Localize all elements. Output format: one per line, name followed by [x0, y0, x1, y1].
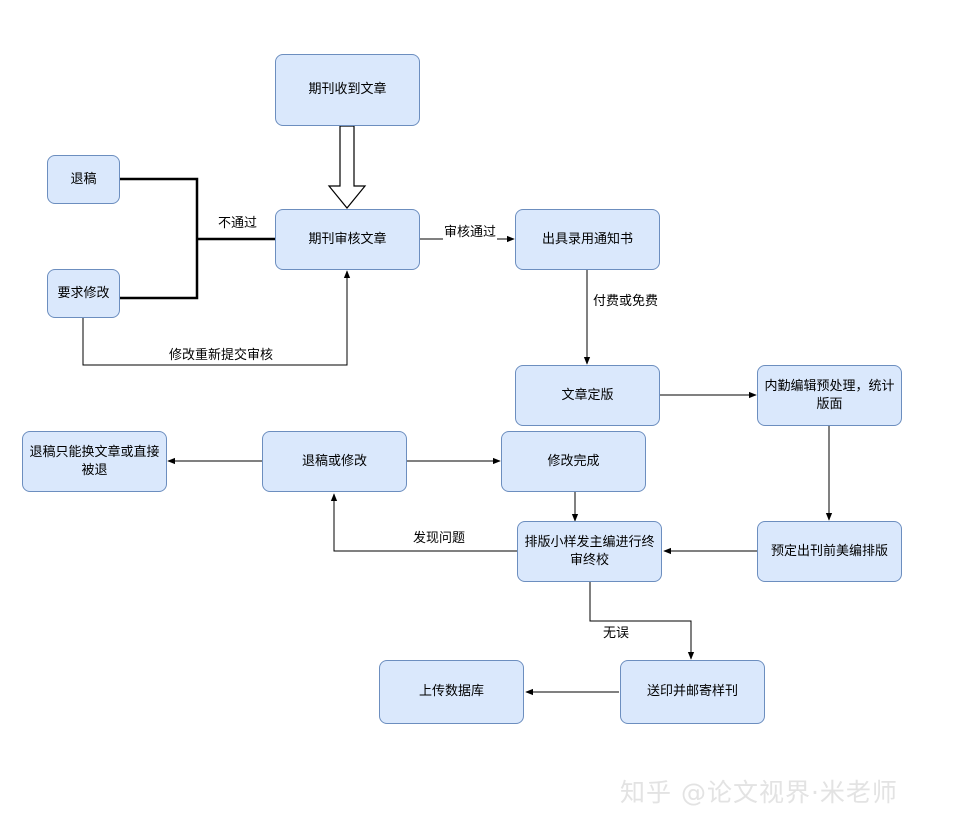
node-receive[interactable]: 期刊收到文章 [275, 54, 420, 126]
watermark: 知乎 @论文视界·米老师 [620, 778, 898, 807]
node-preprocess-label: 内勤编辑预处理，统计版面 [764, 378, 895, 412]
node-review[interactable]: 期刊审核文章 [275, 209, 420, 270]
connector-reject-revise-bracket [119, 177, 276, 300]
node-print-mail[interactable]: 送印并邮寄样刊 [620, 660, 765, 724]
node-reject-note-label: 退稿只能换文章或直接被退 [29, 444, 160, 478]
connector-no-error [589, 582, 695, 660]
node-finalize-label: 文章定版 [561, 387, 614, 403]
node-acceptance-label: 出具录用通知书 [541, 231, 633, 247]
node-revision-done[interactable]: 修改完成 [501, 431, 646, 492]
node-receive-label: 期刊收到文章 [308, 82, 387, 97]
node-reject-or-revise-label: 退稿或修改 [301, 453, 367, 469]
node-preprocess[interactable]: 内勤编辑预处理，统计版面 [757, 365, 902, 426]
node-layout[interactable]: 预定出刊前美编排版 [757, 521, 902, 582]
node-request-revision-label: 要求修改 [57, 285, 110, 301]
node-print-mail-label: 送印并邮寄样刊 [646, 684, 738, 699]
edge-label-no-error: 无误 [602, 622, 631, 641]
node-acceptance[interactable]: 出具录用通知书 [515, 209, 660, 270]
node-finalize[interactable]: 文章定版 [515, 365, 660, 426]
block-arrow-receive-to-review [327, 125, 367, 209]
edge-label-not-passed: 不通过 [217, 212, 259, 231]
node-layout-label: 预定出刊前美编排版 [770, 543, 888, 559]
node-request-revision[interactable]: 要求修改 [47, 269, 120, 318]
node-reject[interactable]: 退稿 [47, 155, 120, 204]
node-upload-label: 上传数据库 [418, 684, 484, 699]
node-reject-label: 退稿 [70, 171, 97, 187]
node-reject-or-revise[interactable]: 退稿或修改 [262, 431, 407, 492]
node-final-review[interactable]: 排版小样发主编进行终审终校 [517, 521, 662, 582]
node-revision-done-label: 修改完成 [547, 453, 600, 469]
node-reject-note[interactable]: 退稿只能换文章或直接被退 [22, 431, 167, 492]
edge-label-resubmit: 修改重新提交审核 [168, 344, 275, 363]
connector-resubmit [82, 270, 351, 366]
edge-label-passed: 审核通过 [443, 221, 498, 240]
connector-issue-found [330, 493, 517, 552]
edge-label-fee: 付费或免费 [592, 290, 660, 309]
node-review-label: 期刊审核文章 [308, 231, 387, 247]
node-final-review-label: 排版小样发主编进行终审终校 [524, 534, 655, 568]
edge-label-issue-found: 发现问题 [412, 527, 467, 546]
node-upload[interactable]: 上传数据库 [379, 660, 524, 724]
